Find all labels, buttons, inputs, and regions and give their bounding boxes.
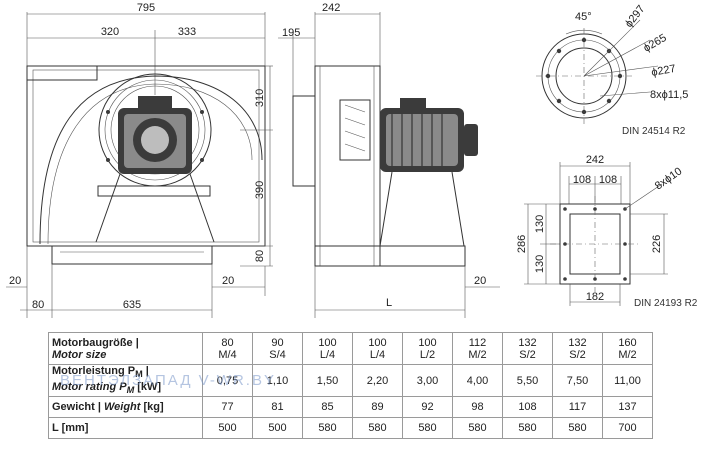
dim-bottom-offset: 20 [9, 275, 21, 287]
sq-h-right: 226 [651, 235, 663, 253]
dim-right-offset: 20 [222, 275, 234, 287]
cell-length: 580 [502, 417, 553, 439]
dim-length: L [386, 297, 392, 309]
dim-right-half: 333 [178, 26, 196, 38]
side-view: 242 195 20 L [278, 2, 500, 318]
cell-weight: 81 [252, 396, 303, 418]
dim-side-foot: 20 [474, 275, 486, 287]
cell-length: 580 [402, 417, 453, 439]
cell-motor-power: 4,00 [452, 364, 503, 397]
dim-total-width: 795 [137, 2, 155, 14]
sq-bottom: 182 [586, 291, 604, 303]
cell-length: 580 [352, 417, 403, 439]
cell-length: 580 [452, 417, 503, 439]
flange-d3: ϕ227 [650, 63, 676, 79]
round-flange: 45° ϕ297 ϕ265 ϕ227 8xϕ11,5 DIN 24514 R2 [536, 3, 688, 137]
dim-lower-height: 390 [254, 181, 266, 199]
cell-motor-power: 5,50 [502, 364, 553, 397]
cell-motor-power: 7,50 [552, 364, 603, 397]
cell-length: 700 [602, 417, 653, 439]
cell-weight: 77 [202, 396, 253, 418]
cell-weight: 108 [502, 396, 553, 418]
cell-motor-power: 11,00 [602, 364, 653, 397]
cell-length: 580 [552, 417, 603, 439]
sq-h1: 130 [534, 215, 546, 233]
label-motor-power: Motorleistung PM | Motor rating PM [kW] [48, 364, 203, 397]
sq-height-total: 286 [516, 235, 528, 253]
row-motor-power: Motorleistung PM | Motor rating PM [kW] … [48, 364, 653, 397]
cell-length: 500 [252, 417, 303, 439]
row-weight: Gewicht | Weight [kg] 77 81 85 89 92 98 … [48, 396, 653, 418]
cell-weight: 92 [402, 396, 453, 418]
label-weight: Gewicht | Weight [kg] [48, 396, 203, 418]
dim-inlet-width: 242 [322, 2, 340, 14]
dim-left-half: 320 [101, 26, 119, 38]
dim-upper-height: 310 [254, 89, 266, 107]
sq-h2: 130 [534, 255, 546, 273]
cell-motor-power: 1,50 [302, 364, 353, 397]
dim-base-offset: 80 [32, 299, 44, 311]
cell-weight: 98 [452, 396, 503, 418]
cell-motor-power: 2,20 [352, 364, 403, 397]
cell-length: 580 [302, 417, 353, 439]
sq-standard: DIN 24193 R2 [634, 298, 698, 309]
label-length: L [mm] [48, 417, 203, 439]
technical-drawing: 795 320 333 [6, 2, 698, 318]
sq-half1: 108 [573, 174, 591, 186]
sq-half2: 108 [599, 174, 617, 186]
flange-d2: ϕ265 [642, 32, 669, 55]
cell-motor-power: 3,00 [402, 364, 453, 397]
flange-d1: ϕ297 [623, 3, 648, 30]
flange-holes: 8xϕ11,5 [650, 89, 688, 101]
cell-weight: 85 [302, 396, 353, 418]
sq-holes: 8xϕ10 [653, 165, 684, 192]
sq-width: 242 [586, 154, 604, 166]
dim-base-length: 635 [123, 299, 141, 311]
flange-angle: 45° [575, 11, 592, 23]
row-length: L [mm] 500 500 580 580 580 580 580 580 7… [48, 417, 653, 439]
dim-foot-height: 80 [254, 250, 266, 262]
cell-length: 500 [202, 417, 253, 439]
dim-inlet-depth: 195 [282, 27, 300, 39]
cell-weight: 137 [602, 396, 653, 418]
motor-size-label-de: Motorbaugröße | [52, 336, 139, 349]
label-motor-size: Motorbaugröße | Motor size [48, 332, 203, 365]
flange-standard: DIN 24514 R2 [622, 126, 686, 137]
front-view: 795 320 333 [6, 2, 273, 318]
motor-size-label-en: Motor size [52, 348, 107, 361]
watermark-text: ВЕНТЭЛЗАПАД V-WR.BY [60, 372, 276, 389]
cell-weight: 117 [552, 396, 603, 418]
square-flange: 242 108 108 8xϕ10 286 130 130 226 [516, 154, 698, 309]
cell-weight: 89 [352, 396, 403, 418]
